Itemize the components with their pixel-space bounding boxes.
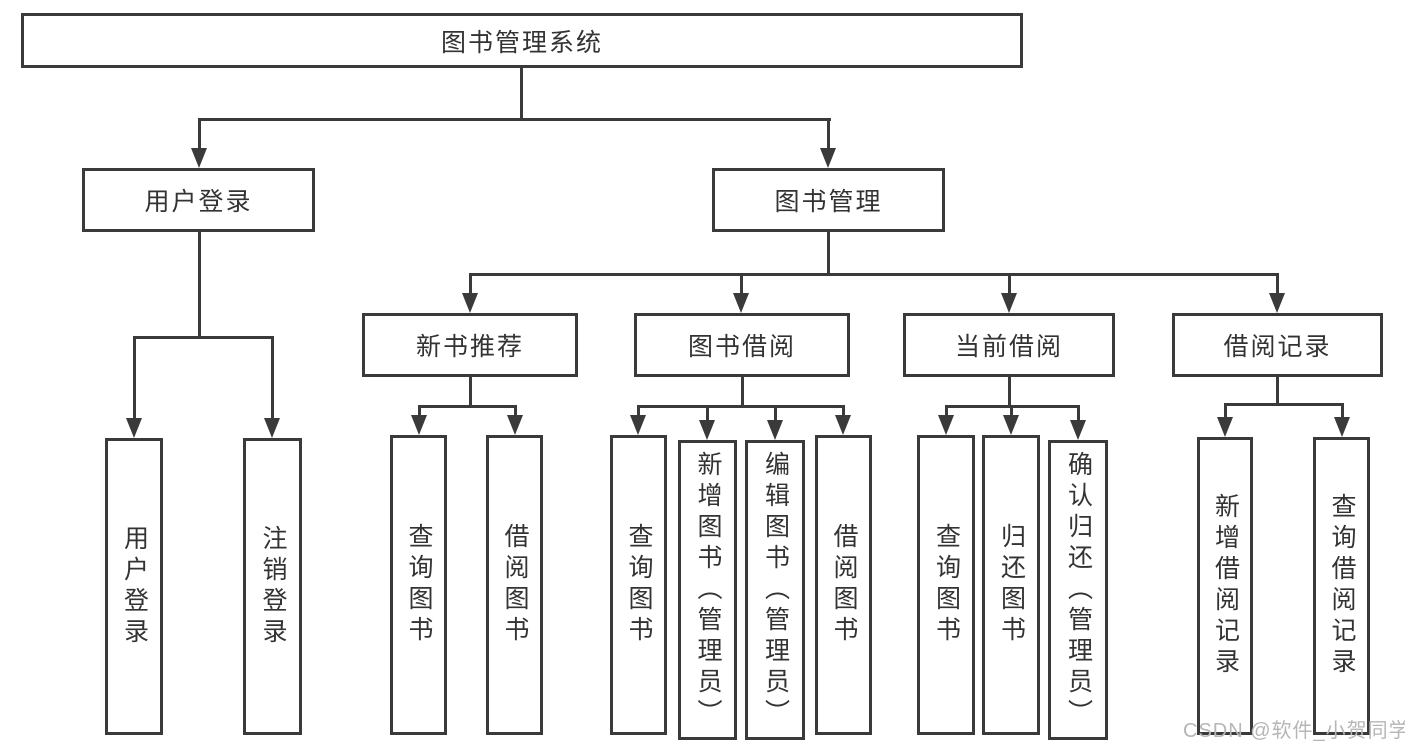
leaf-rec-borrow-book-label: 借阅图书 [501,523,529,647]
connector-line [133,336,274,339]
leaf-br-add-record-label: 新增借阅记录 [1211,493,1240,679]
node-current-borrow: 当前借阅 [903,313,1115,377]
node-book-mgmt: 图书管理 [712,168,945,232]
node-current-borrow-label: 当前借阅 [954,333,1063,361]
leaf-logout: 注销登录 [243,438,302,735]
node-book-borrow-label: 图书借阅 [687,333,796,361]
arrowhead-icon [767,420,783,440]
leaf-cb-query-book-label: 查询图书 [932,523,961,647]
leaf-cb-return-book-label: 归还图书 [997,523,1026,647]
connector-line [1341,403,1344,419]
leaf-bb-add-book-admin-label: 新增图书（管理员） [694,450,722,730]
leaf-bb-add-book-admin: 新增图书（管理员） [678,440,737,740]
connector-line [1224,403,1343,406]
connector-line [133,336,136,420]
connector-line [637,405,640,417]
leaf-logout-label: 注销登录 [259,524,287,649]
node-user-login-label: 用户登录 [144,188,253,216]
node-borrow-record: 借阅记录 [1172,313,1383,377]
arrowhead-icon [1070,420,1086,440]
node-new-book-rec-label: 新书推荐 [415,333,524,361]
arrowhead-icon [1001,293,1017,313]
connector-line [198,232,201,336]
leaf-bb-query-book-label: 查询图书 [625,523,653,647]
connector-line [1276,273,1279,295]
connector-line [520,68,523,118]
arrowhead-icon [1334,417,1350,437]
leaf-bb-borrow-book: 借阅图书 [815,435,872,735]
leaf-rec-borrow-book: 借阅图书 [486,435,543,735]
arrowhead-icon [733,293,749,313]
leaf-bb-borrow-book-label: 借阅图书 [830,523,858,647]
node-user-login: 用户登录 [82,168,315,232]
leaf-cb-confirm-return-admin-label: 确认归还（管理员） [1064,450,1093,730]
connector-line [1010,405,1013,417]
leaf-cb-return-book: 归还图书 [982,435,1040,735]
connector-line [945,405,948,417]
connector-line [706,405,709,422]
connector-line [842,405,845,417]
connector-line [774,405,777,422]
connector-line [740,273,743,295]
arrowhead-icon [507,415,523,435]
leaf-br-query-record-label: 查询借阅记录 [1328,493,1356,679]
node-book-borrow: 图书借阅 [634,313,850,377]
arrowhead-icon [126,418,142,438]
arrowhead-icon [191,148,207,168]
leaf-user-login-label: 用户登录 [120,524,149,649]
connector-line [637,405,845,408]
leaf-br-add-record: 新增借阅记录 [1197,437,1253,735]
connector-line [418,405,421,417]
arrowhead-icon [938,415,954,435]
connector-line [1276,377,1279,403]
arrowhead-icon [462,293,478,313]
connector-line [469,273,1279,276]
arrowhead-icon [630,415,646,435]
watermark: CSDN @软件_小贺同学 [1183,720,1405,742]
connector-line [418,405,517,408]
connector-line [741,377,744,405]
arrowhead-icon [411,415,427,435]
leaf-bb-edit-book-admin-label: 编辑图书（管理员） [761,450,790,730]
node-borrow-record-label: 借阅记录 [1223,333,1332,361]
leaf-br-query-record: 查询借阅记录 [1313,437,1370,735]
connector-line [469,377,472,405]
connector-line [827,232,830,273]
connector-line [198,118,831,121]
connector-line [827,118,830,150]
leaf-cb-query-book: 查询图书 [917,435,975,735]
connector-line [198,118,201,150]
arrowhead-icon [820,148,836,168]
node-root: 图书管理系统 [21,13,1023,68]
arrowhead-icon [835,415,851,435]
leaf-bb-edit-book-admin: 编辑图书（管理员） [745,440,805,740]
leaf-user-login: 用户登录 [105,438,163,735]
leaf-cb-confirm-return-admin: 确认归还（管理员） [1048,440,1108,740]
leaf-rec-query-book-label: 查询图书 [405,523,433,647]
connector-line [514,405,517,417]
arrowhead-icon [1217,417,1233,437]
leaf-rec-query-book: 查询图书 [390,435,447,735]
connector-line [469,273,472,295]
connector-line [1008,273,1011,295]
node-book-mgmt-label: 图书管理 [774,188,883,216]
connector-line [271,336,274,420]
arrowhead-icon [264,418,280,438]
connector-line [1008,377,1011,405]
arrowhead-icon [1003,415,1019,435]
leaf-bb-query-book: 查询图书 [610,435,667,735]
arrowhead-icon [1269,293,1285,313]
connector-line [1077,405,1080,422]
node-root-label: 图书管理系统 [440,28,603,57]
connector-line [1224,403,1227,419]
node-new-book-rec: 新书推荐 [362,313,578,377]
arrowhead-icon [699,420,715,440]
